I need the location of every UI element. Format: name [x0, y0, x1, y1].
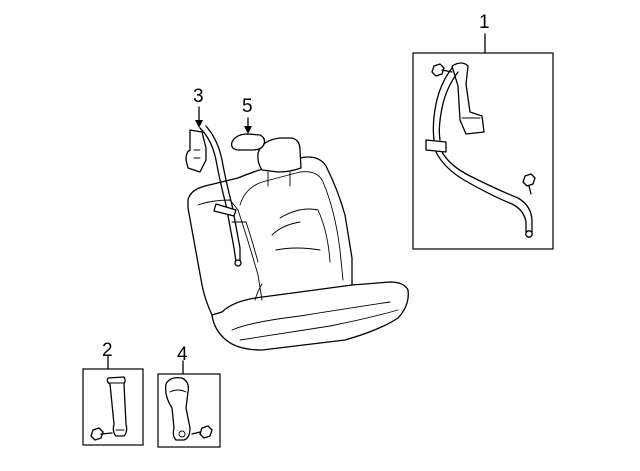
callout-4: 4	[177, 344, 188, 365]
bolt-icon	[191, 425, 213, 439]
callout-1: 1	[479, 12, 490, 33]
callout-2: 2	[102, 340, 113, 361]
leader-arrow-5	[244, 126, 252, 134]
part-1-outer-belt-retractor	[425, 62, 536, 238]
part-4-buckle	[164, 376, 213, 441]
part-3-center-belt	[185, 125, 242, 267]
bolt-icon	[522, 173, 536, 195]
bolt-icon	[90, 427, 113, 441]
part-2-buckle	[90, 376, 128, 441]
part-5-cover	[230, 133, 266, 151]
callout-3: 3	[193, 86, 204, 107]
callout-5: 5	[242, 96, 253, 117]
bolt-icon	[431, 63, 453, 77]
rear-seat-illustration	[187, 137, 409, 351]
leader-arrow-3	[195, 120, 203, 128]
